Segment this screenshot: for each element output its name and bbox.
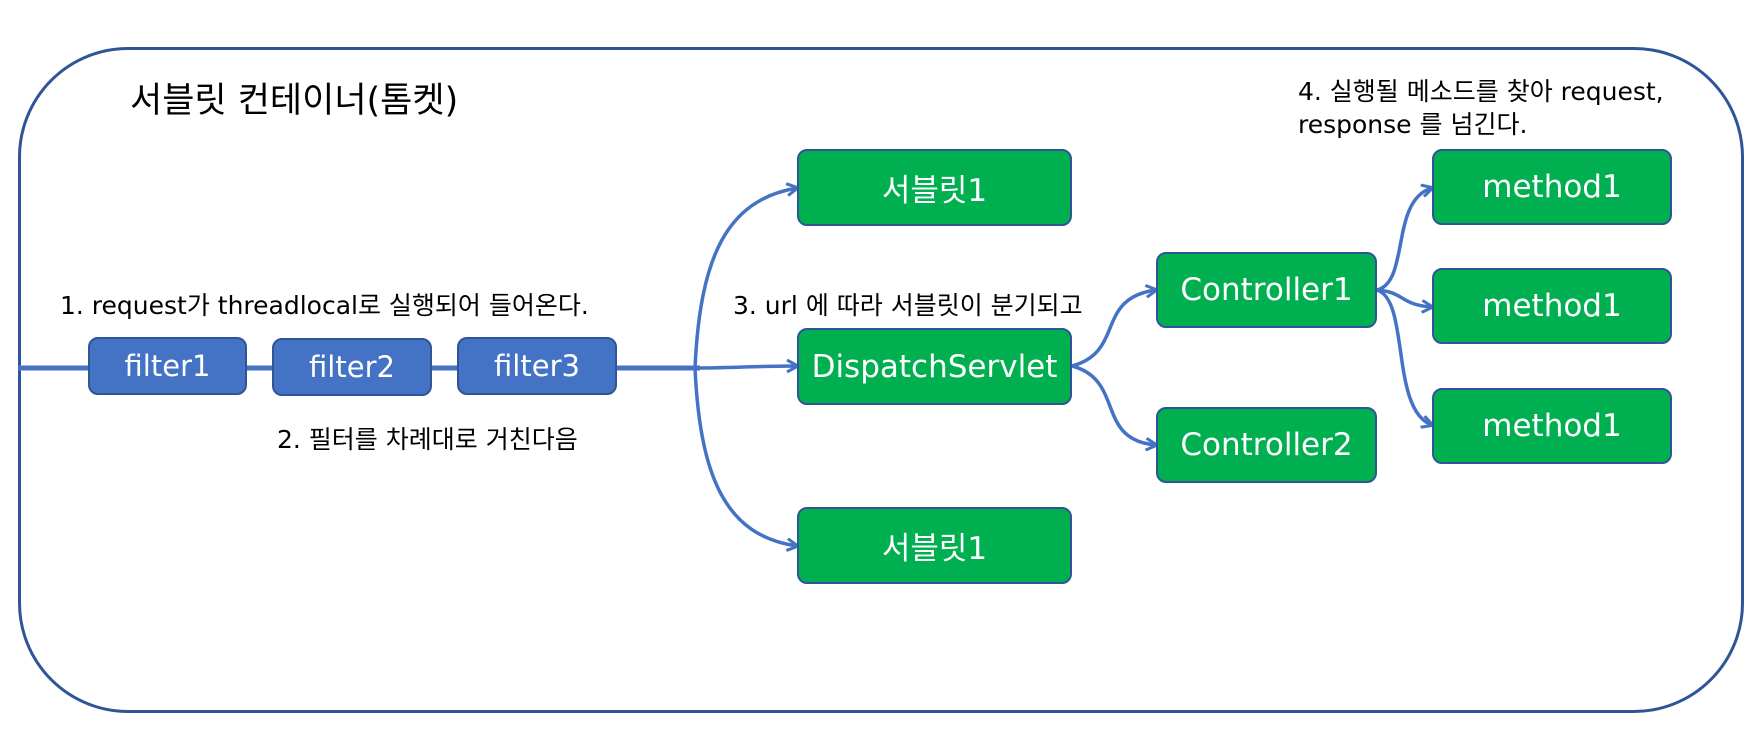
method1-box-top: method1: [1432, 149, 1672, 225]
arrow-to-dispatcher: [694, 366, 797, 368]
servlet-bottom-box: 서블릿1: [797, 507, 1072, 584]
step2-label: 2. 필터를 차례대로 거친다음: [277, 425, 578, 454]
step4-label-line2: response 를 넘긴다.: [1298, 110, 1528, 139]
controller1-box: Controller1: [1156, 252, 1377, 328]
controller2-box: Controller2: [1156, 407, 1377, 483]
arrow-to-method-3: [1376, 288, 1432, 425]
servlet-top-box: 서블릿1: [797, 149, 1072, 226]
container-title: 서블릿 컨테이너(톰켓): [130, 81, 459, 121]
method1-box-bottom: method1: [1432, 388, 1672, 464]
filter1-box: filter1: [88, 337, 247, 395]
servlet-container: [18, 47, 1744, 713]
filter2-box: filter2: [272, 338, 432, 396]
filter3-box: filter3: [457, 337, 617, 395]
arrow-to-servlet-bottom: [693, 367, 797, 546]
step1-label: 1. request가 threadlocal로 실행되어 들어온다.: [60, 291, 589, 320]
arrow-to-controller2: [1071, 364, 1156, 445]
arrow-to-controller1: [1071, 290, 1156, 368]
step3-label: 3. url 에 따라 서블릿이 분기되고: [733, 291, 1083, 320]
dispatcher-servlet-box: DispatchServlet: [797, 328, 1072, 405]
arrow-to-method-2: [1376, 288, 1432, 307]
arrow-to-method-1: [1376, 188, 1432, 292]
arrow-to-servlet-top: [693, 188, 797, 369]
method1-box-middle: method1: [1432, 268, 1672, 344]
step4-label-line1: 4. 실행될 메소드를 찾아 request,: [1298, 77, 1664, 106]
